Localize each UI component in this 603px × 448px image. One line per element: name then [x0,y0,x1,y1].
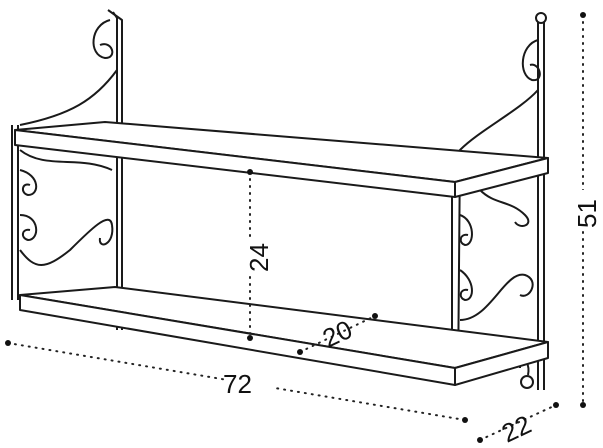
right-bracket [451,12,547,390]
left-bracket [11,9,123,330]
total-depth-label: 22 [497,409,536,448]
dimension-endpoints [5,12,586,443]
top-shelf [14,121,549,198]
height-between-shelves-label: 24 [244,243,274,272]
bottom-shelf [19,286,549,386]
width-label: 72 [223,369,252,399]
total-height-label: 51 [572,199,602,228]
